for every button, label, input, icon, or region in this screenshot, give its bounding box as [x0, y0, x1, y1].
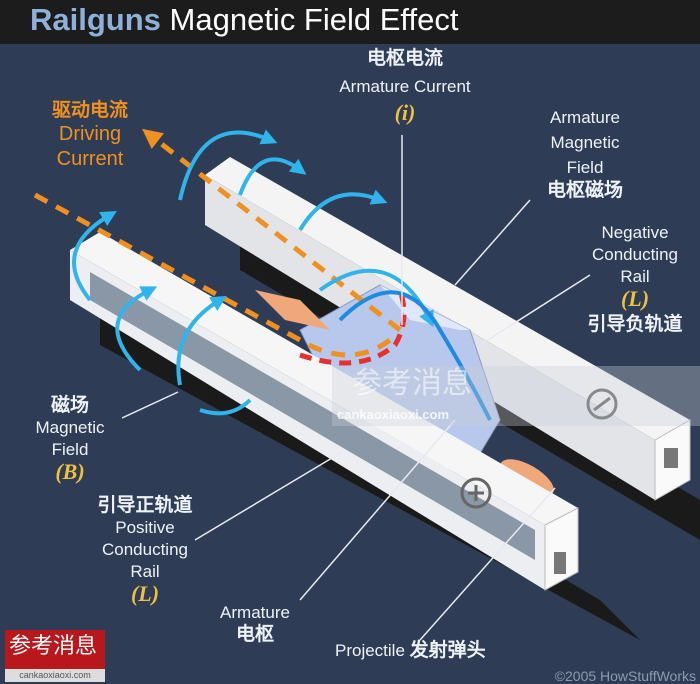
amf-zh: 电枢磁场: [546, 180, 623, 201]
mf-en1: Magnetic: [35, 418, 105, 437]
neg-en1: Negative: [601, 223, 669, 242]
driving-current-en2: Current: [56, 148, 124, 170]
armature-current-symbol: (i): [394, 100, 416, 125]
armature-current-zh: 电枢电流: [366, 48, 443, 69]
title-brand: Railguns: [30, 2, 161, 37]
watermark: 参考消息 cankaoxiaoxi.com: [332, 366, 700, 426]
pos-en3: Rail: [130, 562, 160, 581]
magnetic-field-label: 磁场 Magnetic Field (B): [20, 395, 120, 483]
driving-current-path: [33, 192, 392, 358]
projectile-en: Projectile: [335, 641, 405, 660]
neg-zh: 引导负轨道: [587, 314, 683, 335]
railgun-diagram: [33, 128, 700, 641]
logo-url: cankaoxiaoxi.com: [5, 669, 105, 682]
watermark-url: cankaoxiaoxi.com: [337, 407, 449, 422]
armature-label: Armature 电枢: [205, 602, 305, 646]
armature-magnetic-field-label: Armature Magnetic Field 电枢磁场: [520, 105, 650, 202]
title-rest: Magnetic Field Effect: [169, 2, 459, 37]
logo-text: 参考消息: [9, 634, 98, 659]
amf-en1: Armature: [550, 108, 620, 127]
page-title: Railguns Magnetic Field Effect: [30, 2, 458, 38]
armature-current-en: Armature Current: [339, 77, 471, 96]
amf-en3: Field: [566, 158, 604, 177]
title-bar: Railguns Magnetic Field Effect: [0, 0, 700, 44]
mf-en2: Field: [51, 440, 89, 459]
driving-current-label: 驱动电流 Driving Current: [35, 100, 145, 172]
projectile-fin: [255, 290, 330, 330]
mf-symbol: (B): [55, 459, 85, 484]
minus-sign-icon: [586, 388, 618, 420]
negative-rail-label: Negative Conducting Rail (L) 引导负轨道: [575, 222, 695, 336]
neg-en3: Rail: [620, 267, 650, 286]
armature-current-label: 电枢电流 Armature Current (i): [310, 48, 500, 124]
driving-current-zh: 驱动电流: [51, 100, 128, 121]
pos-en2: Conducting: [101, 540, 188, 559]
pos-en1: Positive: [115, 518, 175, 537]
neg-symbol: (L): [620, 286, 650, 311]
plus-sign-icon: [460, 477, 492, 509]
armature-zh: 电枢: [235, 624, 274, 645]
magnetic-field-arcs: [72, 129, 492, 421]
projectile-zh: 发射弹头: [409, 640, 486, 661]
copyright: ©2005 HowStuffWorks: [554, 668, 696, 684]
driving-current-en1: Driving: [58, 123, 122, 145]
positive-rail-label: 引导正轨道 Positive Conducting Rail (L): [80, 495, 210, 605]
logo: 参考消息 cankaoxiaoxi.com: [5, 630, 105, 682]
watermark-text: 参考消息: [352, 366, 472, 401]
mf-zh: 磁场: [50, 395, 89, 416]
pos-symbol: (L): [130, 581, 160, 606]
positive-rail: [70, 232, 579, 591]
leader-lines: [121, 135, 591, 641]
projectile-label: Projectile 发射弹头: [335, 640, 486, 662]
neg-en2: Conducting: [591, 245, 678, 264]
armature-en: Armature: [220, 603, 290, 622]
amf-en2: Magnetic: [550, 133, 620, 152]
pos-zh: 引导正轨道: [97, 495, 193, 516]
armature-current-path: [299, 289, 407, 366]
